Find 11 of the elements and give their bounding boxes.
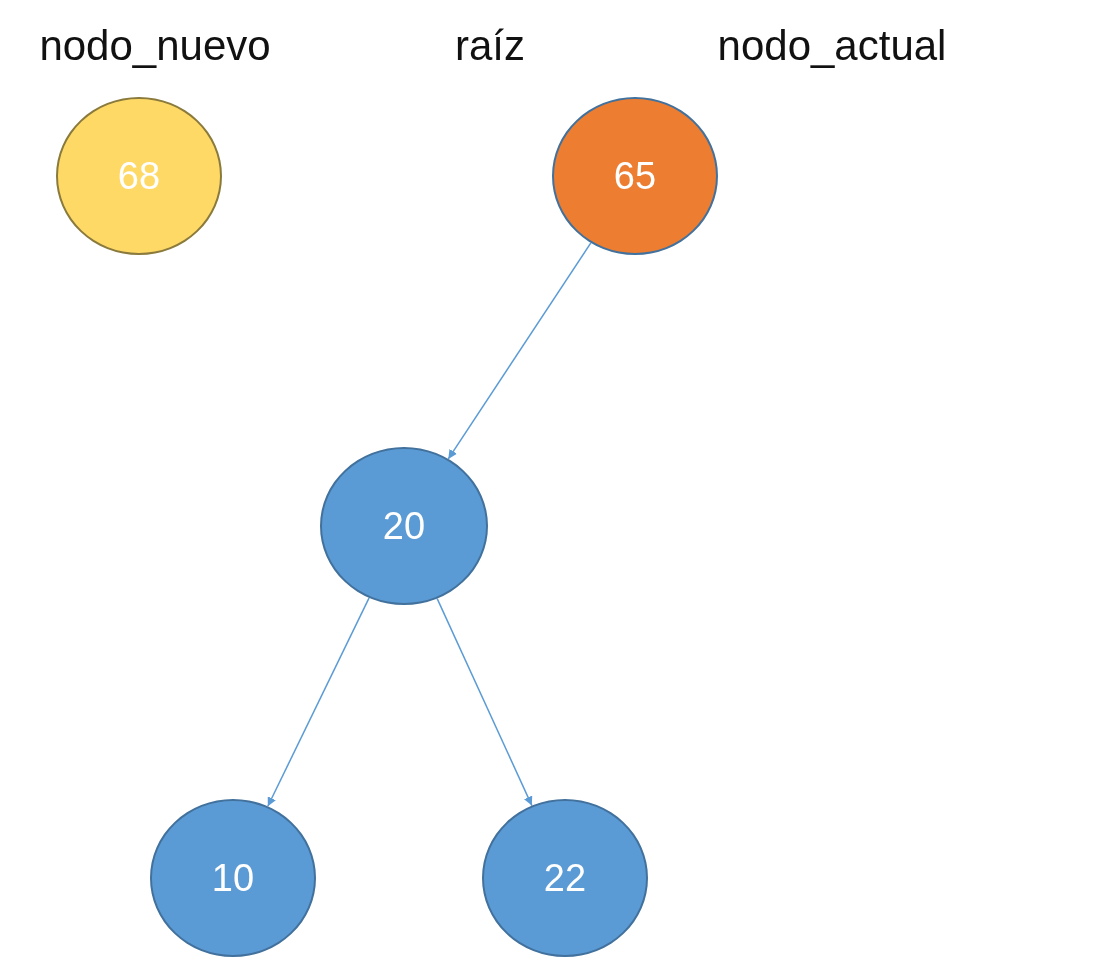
node-value: 65 <box>613 154 657 198</box>
arrow <box>267 597 370 808</box>
arrow <box>447 242 592 460</box>
node-value: 22 <box>543 856 587 900</box>
pointer-label: nodo_nuevo <box>39 22 271 70</box>
pointer-label: nodo_actual <box>717 22 947 70</box>
arrow <box>436 597 533 807</box>
node-value: 20 <box>382 504 426 548</box>
node-value: 68 <box>117 154 161 198</box>
pointer-label: raíz <box>455 22 525 70</box>
node-value: 10 <box>211 856 255 900</box>
